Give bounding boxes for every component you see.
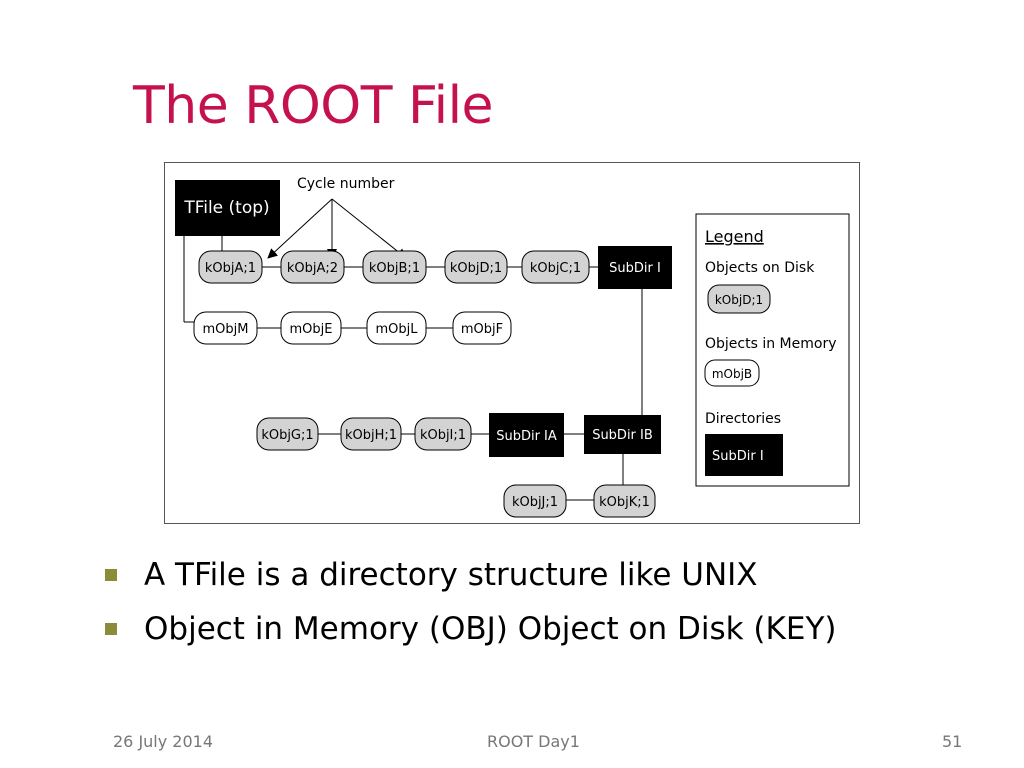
disk-object-label: kObjB;1 <box>369 261 420 276</box>
subdir-1a-box <box>489 413 564 457</box>
cycle-arrows <box>267 198 407 259</box>
memory-object-label: mObjM <box>203 322 249 337</box>
disk-object-label: kObjK;1 <box>599 495 650 510</box>
memory-object-mobjl <box>366 311 427 345</box>
disk-object-label: kObjA;2 <box>287 261 338 276</box>
legend-memory-example <box>704 359 760 387</box>
square-bullet-icon <box>105 569 117 581</box>
disk-object-label: kObjI;1 <box>420 428 466 443</box>
root-file-diagram: Cycle number TFile (top) kObjA;1 kObjA;2… <box>164 162 860 524</box>
bullet-text: Object in Memory (OBJ) Object on Disk (K… <box>144 611 837 647</box>
disk-object-label: kObjH;1 <box>345 428 397 443</box>
subdir-1-label: SubDir I <box>609 261 661 276</box>
disk-object-kobjj1 <box>503 484 567 518</box>
disk-object-label: kObjJ;1 <box>512 495 558 510</box>
slide-title: The ROOT File <box>133 76 494 136</box>
disk-object-label: kObjC;1 <box>530 261 581 276</box>
tfile-top-box <box>175 180 280 236</box>
disk-object-kobjb1 <box>362 250 427 284</box>
tfile-top-label: TFile (top) <box>183 198 269 218</box>
legend: Legend Objects on Disk kObjD;1 Objects i… <box>695 213 850 487</box>
legend-disk-label: Objects on Disk <box>705 260 815 276</box>
disk-object-kobja1 <box>198 250 263 284</box>
memory-object-mobje <box>280 311 342 345</box>
square-bullet-icon <box>105 623 117 635</box>
disk-object-label: kObjG;1 <box>261 428 313 443</box>
disk-object-kobjk1 <box>593 484 656 518</box>
subdir-1b-label: SubDir IB <box>592 428 653 443</box>
disk-object-kobjh1 <box>340 417 402 451</box>
bullet-item: A TFile is a directory structure like UN… <box>104 548 836 602</box>
memory-object-label: mObjE <box>290 322 333 337</box>
footer-date: 26 July 2014 <box>113 732 214 751</box>
footer-title: ROOT Day1 <box>487 732 580 751</box>
legend-memory-example-label: mObjB <box>712 367 752 381</box>
disk-object-label: kObjA;1 <box>205 261 256 276</box>
bullet-text: A TFile is a directory structure like UN… <box>144 557 758 593</box>
legend-title: Legend <box>705 227 764 246</box>
memory-object-mobjm <box>193 311 258 345</box>
cycle-number-label: Cycle number <box>297 176 395 192</box>
subdir-1b-box <box>584 415 661 454</box>
disk-object-label: kObjD;1 <box>450 261 502 276</box>
disk-object-kobjg1 <box>256 417 319 451</box>
subdir-1a-label: SubDir IA <box>496 429 557 444</box>
disk-object-kobjd1 <box>444 250 508 284</box>
disk-object-kobjc1 <box>521 250 590 284</box>
disk-object-kobja2 <box>280 250 345 284</box>
memory-object-label: mObjF <box>461 322 503 337</box>
subdir-1-box <box>598 246 672 289</box>
connector-lines <box>183 236 643 501</box>
legend-disk-example-label: kObjD;1 <box>715 293 763 307</box>
legend-memory-label: Objects in Memory <box>705 336 837 352</box>
page-number: 51 <box>942 732 963 751</box>
memory-object-mobjf <box>452 311 512 345</box>
legend-directories-label: Directories <box>705 411 781 427</box>
legend-directory-example-label: SubDir I <box>712 449 764 464</box>
bullet-item: Object in Memory (OBJ) Object on Disk (K… <box>104 602 836 656</box>
bullet-list: A TFile is a directory structure like UN… <box>104 548 836 656</box>
memory-object-label: mObjL <box>375 322 418 337</box>
legend-disk-example <box>707 284 771 314</box>
legend-directory-example <box>705 434 783 476</box>
disk-object-kobji1 <box>414 417 472 451</box>
